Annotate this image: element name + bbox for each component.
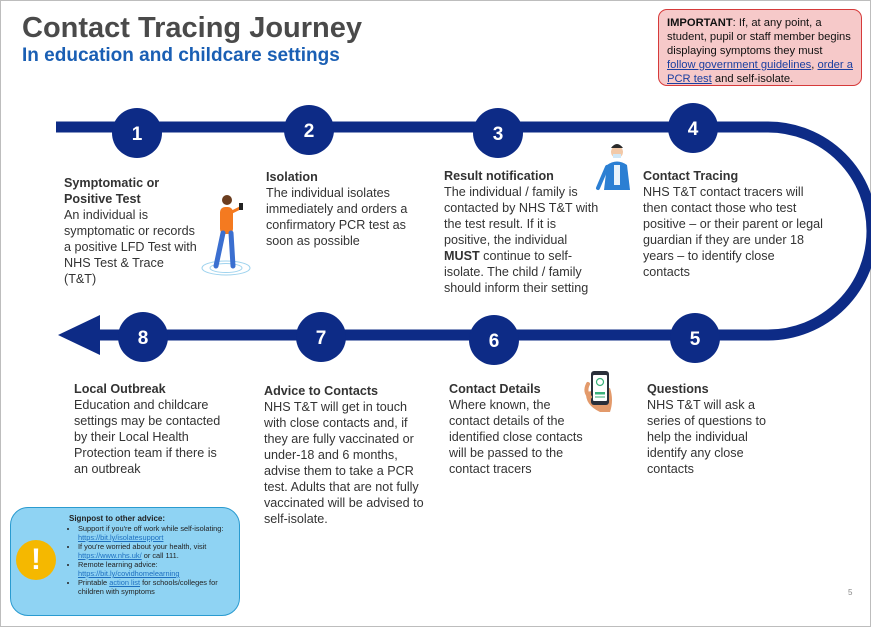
step-7-text: Advice to Contacts NHS T&T will get in t…: [264, 383, 424, 527]
step-3-body: The individual / family is contacted by …: [444, 185, 599, 295]
journey-path: [56, 121, 871, 341]
step-circle-6: 6: [469, 315, 519, 365]
step-number-4: 4: [688, 119, 699, 140]
step-3-must: MUST: [444, 249, 480, 263]
action-list-link[interactable]: action list: [109, 578, 141, 587]
step-number-7: 7: [316, 328, 327, 349]
signpost-list: Support if you're off work while self-is…: [69, 524, 231, 596]
important-label: IMPORTANT: [667, 17, 733, 29]
step-3-text: Result notification The individual / fam…: [444, 168, 604, 296]
step-5-text: Questions NHS T&T will ask a series of q…: [647, 381, 787, 477]
home-learning-link[interactable]: https://bit.ly/covidhomelearning: [78, 569, 180, 578]
important-text-1: : If, at any point, a student, pupil or …: [667, 17, 851, 57]
step-4-heading: Contact Tracing: [643, 169, 739, 183]
signpost-item: Remote learning advice: https://bit.ly/c…: [78, 560, 231, 578]
step-number-6: 6: [489, 331, 500, 352]
signpost-item: Support if you're off work while self-is…: [78, 524, 231, 542]
step-1-body: An individual is symptomatic or records …: [64, 208, 197, 286]
nhs-website-link[interactable]: https://www.nhs.uk/: [78, 551, 142, 560]
step-1-text: Symptomatic or Positive Test An individu…: [64, 175, 199, 287]
important-text-3: and self-isolate.: [711, 73, 794, 85]
step-1-heading: Symptomatic or Positive Test: [64, 176, 160, 206]
healthcare-worker-icon: [596, 144, 630, 190]
order-pcr-test-link[interactable]: order a PCR test: [667, 59, 853, 85]
important-notice: IMPORTANT: If, at any point, a student, …: [658, 9, 862, 86]
step-number-8: 8: [138, 328, 149, 349]
page-title: Contact Tracing Journey: [22, 12, 363, 44]
isolate-support-link[interactable]: https://bit.ly/isolatesupport: [78, 533, 164, 542]
page-number: 5: [848, 588, 853, 597]
step-5-heading: Questions: [647, 382, 709, 396]
step-number-5: 5: [690, 329, 701, 350]
step-number-3: 3: [493, 124, 504, 145]
step-3-heading: Result notification: [444, 169, 554, 183]
step-circle-1: 1: [112, 108, 162, 158]
step-8-body: Education and childcare settings may be …: [74, 398, 221, 476]
step-circle-7: 7: [296, 312, 346, 362]
government-guidelines-link[interactable]: follow government guidelines: [667, 59, 812, 71]
page-subtitle: In education and childcare settings: [22, 45, 340, 66]
step-6-body: Where known, the contact details of the …: [449, 398, 583, 476]
step-5-body: NHS T&T will ask a series of questions t…: [647, 398, 767, 476]
step-7-heading: Advice to Contacts: [264, 384, 379, 398]
signpost-item: Printable action list for schools/colleg…: [78, 578, 231, 596]
step-8-heading: Local Outbreak: [74, 382, 166, 396]
signpost-item: If you're worried about your health, vis…: [78, 542, 231, 560]
step-number-2: 2: [304, 121, 315, 142]
hand-holding-phone-icon: [584, 371, 612, 412]
step-6-heading: Contact Details: [449, 382, 541, 396]
step-4-body: NHS T&T contact tracers will then contac…: [643, 185, 823, 279]
step-6-text: Contact Details Where known, the contact…: [449, 381, 584, 477]
step-7-body: NHS T&T will get in touch with close con…: [264, 400, 424, 526]
step-2-text: Isolation The individual isolates immedi…: [266, 169, 421, 249]
step-circle-5: 5: [670, 313, 720, 363]
step-circle-4: 4: [668, 103, 718, 153]
step-2-heading: Isolation: [266, 170, 318, 184]
step-4-text: Contact Tracing NHS T&T contact tracers …: [643, 168, 823, 280]
step-8-text: Local Outbreak Education and childcare s…: [74, 381, 234, 477]
warning-icon: !: [16, 540, 56, 580]
important-text-2: ,: [811, 59, 818, 71]
step-number-1: 1: [132, 124, 143, 145]
step-circle-3: 3: [473, 108, 523, 158]
walking-person-phone-icon: [201, 195, 251, 276]
journey-arrowhead: [58, 315, 100, 355]
step-circle-2: 2: [284, 105, 334, 155]
step-2-body: The individual isolates immediately and …: [266, 186, 408, 248]
signpost-title: Signpost to other advice:: [69, 514, 166, 523]
step-circle-8: 8: [118, 312, 168, 362]
